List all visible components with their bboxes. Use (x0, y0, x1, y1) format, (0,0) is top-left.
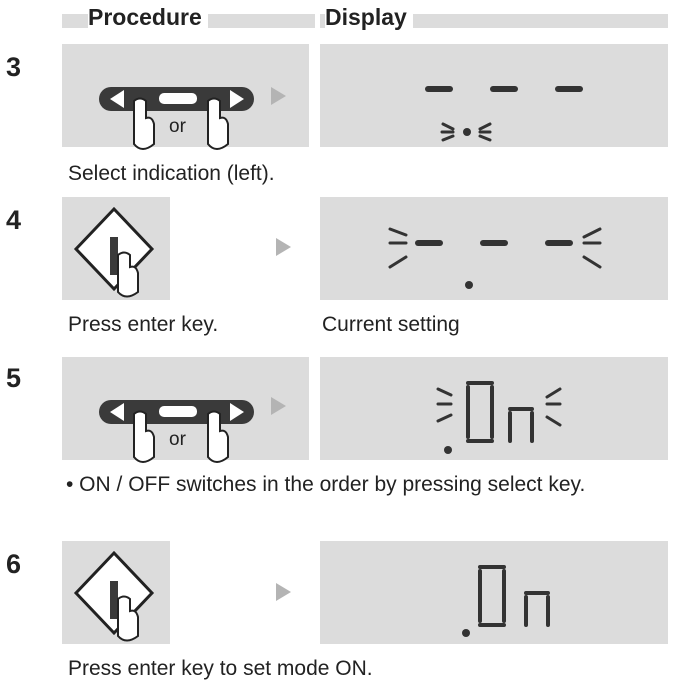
step-3-caption: Select indication (left). (68, 162, 275, 185)
step-5-or-label: or (169, 429, 186, 450)
step-3-or-label: or (169, 116, 186, 137)
step-3-number: 3 (6, 52, 22, 82)
procedure-header: Procedure (88, 4, 208, 30)
dash-display-blinking (425, 86, 583, 142)
step-4-arrow-icon (276, 238, 291, 256)
step-3-arrow-icon (271, 87, 286, 105)
step-3-display-panel (320, 44, 668, 147)
enter-key-icon (73, 206, 155, 298)
step-5-arrow-icon (271, 397, 286, 415)
step-4-display-panel (320, 197, 668, 300)
step-5-note: • ON / OFF switches in the order by pres… (66, 473, 586, 496)
select-key-icon (99, 87, 254, 150)
step-5-procedure-panel: or (62, 357, 309, 463)
on-display (462, 565, 550, 637)
step-6-arrow-icon (276, 583, 291, 601)
step-6-procedure-panel (62, 541, 170, 644)
enter-key-icon (73, 550, 155, 642)
dash-display-setting (388, 227, 602, 289)
display-header: Display (325, 4, 413, 30)
step-6-display-panel (320, 541, 668, 644)
step-4-number: 4 (6, 205, 22, 235)
step-5-number: 5 (6, 363, 22, 393)
step-4-procedure-panel (62, 197, 170, 300)
step-3-procedure-panel: or (62, 44, 309, 150)
step-6-number: 6 (6, 549, 22, 579)
step-6-caption: Press enter key to set mode ON. (68, 657, 373, 680)
select-key-icon (99, 400, 254, 463)
step-5-display-panel (320, 357, 668, 460)
step-4-display-caption: Current setting (322, 313, 460, 336)
on-display-blinking (436, 381, 562, 454)
step-4-caption: Press enter key. (68, 313, 219, 336)
